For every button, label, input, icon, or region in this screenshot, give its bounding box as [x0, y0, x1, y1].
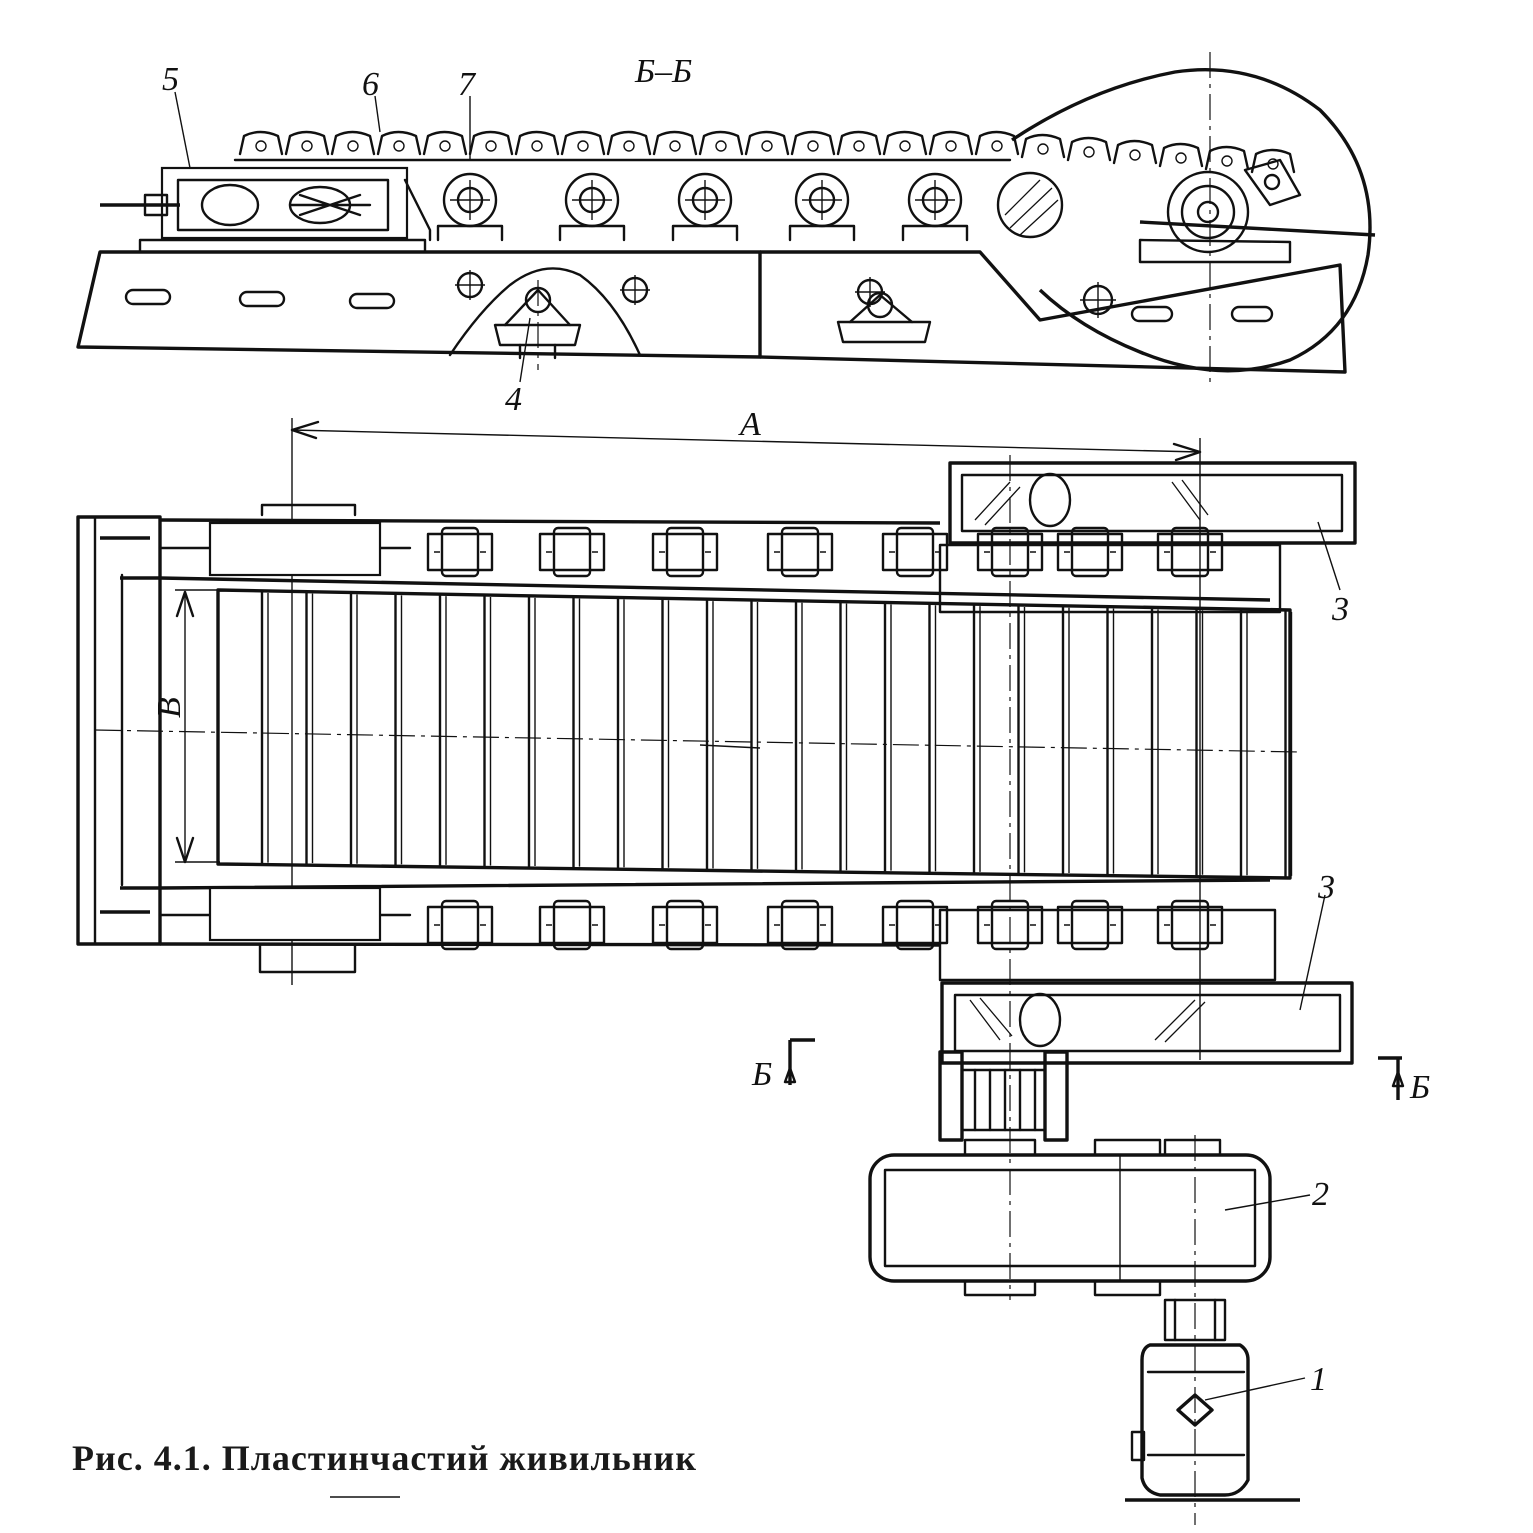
leader-5 — [174, 91, 191, 169]
label-section-left: Б — [751, 1056, 772, 1093]
motor — [1125, 1343, 1300, 1502]
section-view — [76, 52, 1376, 383]
frame-left — [76, 250, 762, 359]
label-3-top: 3 — [1331, 591, 1349, 628]
leader-6 — [374, 95, 381, 133]
leader-1 — [1204, 1377, 1306, 1401]
tension-unit — [100, 166, 432, 254]
support-rollers — [493, 286, 932, 360]
leader-3-top — [1317, 521, 1341, 591]
coupling — [938, 1050, 1069, 1142]
label-1: 1 — [1310, 1361, 1327, 1398]
motor-coupling — [1163, 1298, 1227, 1342]
label-3-bottom: 3 — [1317, 869, 1335, 906]
label-section-title: Б–Б — [634, 53, 692, 90]
label-7: 7 — [458, 66, 477, 103]
plan-view — [76, 455, 1405, 1525]
plan-bottom-rail — [120, 878, 1271, 947]
takeup-bottom — [208, 886, 382, 942]
dimension-b — [175, 589, 220, 864]
carrier-rollers — [436, 172, 969, 242]
label-dim-a: А — [738, 406, 761, 443]
section-marker-left — [788, 1038, 815, 1085]
label-4: 4 — [505, 381, 522, 418]
label-6: 6 — [362, 66, 379, 103]
gear-housing-bottom — [938, 908, 1354, 1065]
plate-chain — [233, 130, 1296, 174]
plan-axis-h — [94, 729, 1301, 753]
frame-slots — [124, 288, 1274, 323]
bearing-row-top — [426, 526, 1224, 578]
reducer — [868, 1138, 1272, 1297]
leader-2 — [1224, 1194, 1311, 1211]
frame-arch — [448, 267, 642, 357]
slat-bed — [216, 588, 1293, 880]
takeup-top — [208, 521, 382, 577]
label-dim-b: В — [151, 697, 188, 718]
center-mark — [699, 744, 761, 749]
frame-bolts — [455, 270, 1116, 318]
label-section-right: Б — [1409, 1069, 1430, 1106]
leader-4 — [519, 317, 531, 383]
bearing-row-bottom — [426, 899, 1224, 951]
figure-caption: Рис. 4.1. Пластинчастий живильник — [72, 1438, 697, 1478]
section-marker-right — [1378, 1056, 1402, 1100]
plan-top-rail — [120, 518, 1271, 602]
frame-right — [759, 250, 1347, 374]
label-2: 2 — [1312, 1176, 1329, 1213]
leader-3-bottom — [1299, 894, 1326, 1011]
drive-sprocket — [996, 68, 1376, 373]
label-5: 5 — [162, 61, 179, 98]
gear-housing-top — [938, 461, 1357, 614]
